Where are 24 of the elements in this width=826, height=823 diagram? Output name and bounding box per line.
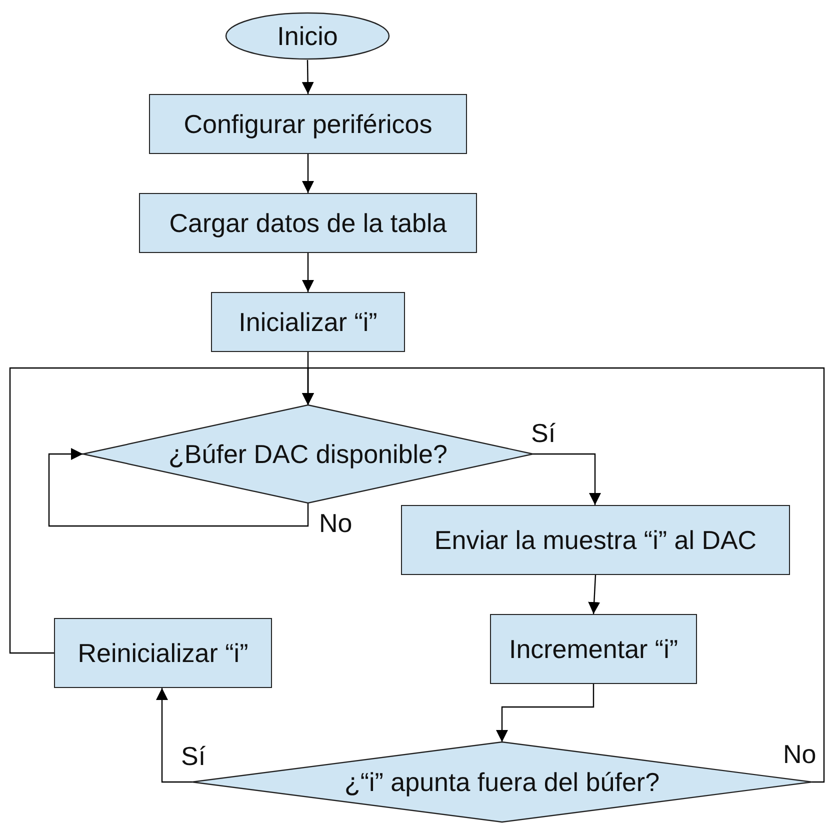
process-box [54,618,272,688]
arrow [302,60,314,94]
node-text: ¿“i” apunta fuera del búfer? [344,766,660,798]
arrow [496,684,594,742]
process-box [139,193,477,253]
node-text: Incrementar “i” [508,634,678,664]
arrow [48,448,309,527]
process-box [490,614,697,684]
process-box [401,505,790,575]
arrow [156,688,192,783]
arrow [302,367,825,783]
node-text: Configurar periféricos [184,108,432,140]
node-text: Enviar la muestra “i” al DAC [434,524,757,556]
node-text: Cargar datos de la tabla [169,208,447,238]
arrow [302,253,314,292]
arrow [588,574,600,614]
arrow [302,154,314,193]
node-text: Reinicializar “i” [78,638,248,668]
node-text: Inicializar “i” [238,306,378,338]
process-box [149,94,467,154]
arrow [533,453,601,505]
node-text: ¿Búfer DAC disponible? [168,438,448,470]
process-box [211,292,405,352]
node-text: Inicio [277,20,338,52]
